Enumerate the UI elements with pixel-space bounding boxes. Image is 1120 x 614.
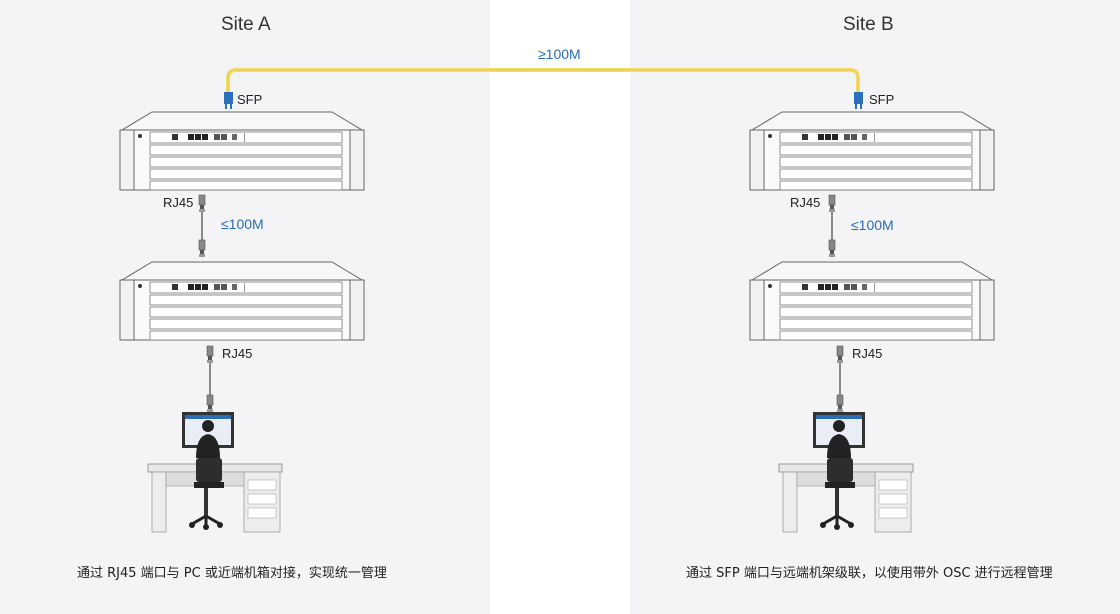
sfp-label-b: SFP <box>869 92 895 107</box>
site-b-caption: 通过 SFP 端口与远端机架级联，以使用带外 OSC 进行远程管理 <box>686 566 1053 581</box>
chassis-link-label-a: ≤100M <box>221 216 264 232</box>
rj45-label-b-lower: RJ45 <box>852 346 883 361</box>
rj45-cable-b-upper <box>828 194 836 258</box>
rj45-cable-a-upper <box>198 194 206 258</box>
sfp-connector-b <box>854 92 863 109</box>
rj45-label-b-upper: RJ45 <box>790 195 821 210</box>
rj45-label-a-upper: RJ45 <box>163 195 194 210</box>
chassis-link-label-b: ≤100M <box>851 217 894 233</box>
pc-workstation-a <box>146 410 284 534</box>
sfp-label-a: SFP <box>237 92 263 107</box>
fiber-cable <box>226 68 860 92</box>
chassis-b-upper <box>749 111 995 191</box>
chassis-a-lower <box>119 261 365 341</box>
fiber-distance-label: ≥100M <box>538 46 581 62</box>
rj45-cable-b-lower <box>836 345 844 413</box>
rj45-label-a-lower: RJ45 <box>222 346 253 361</box>
chassis-a-upper <box>119 111 365 191</box>
pc-workstation-b <box>777 410 915 534</box>
chassis-b-lower <box>749 261 995 341</box>
site-b-title: Site B <box>843 14 894 35</box>
rj45-cable-a-lower <box>206 345 214 413</box>
site-a-caption: 通过 RJ45 端口与 PC 或近端机箱对接，实现统一管理 <box>77 566 387 581</box>
sfp-connector-a <box>224 92 233 109</box>
site-a-title: Site A <box>221 14 271 35</box>
